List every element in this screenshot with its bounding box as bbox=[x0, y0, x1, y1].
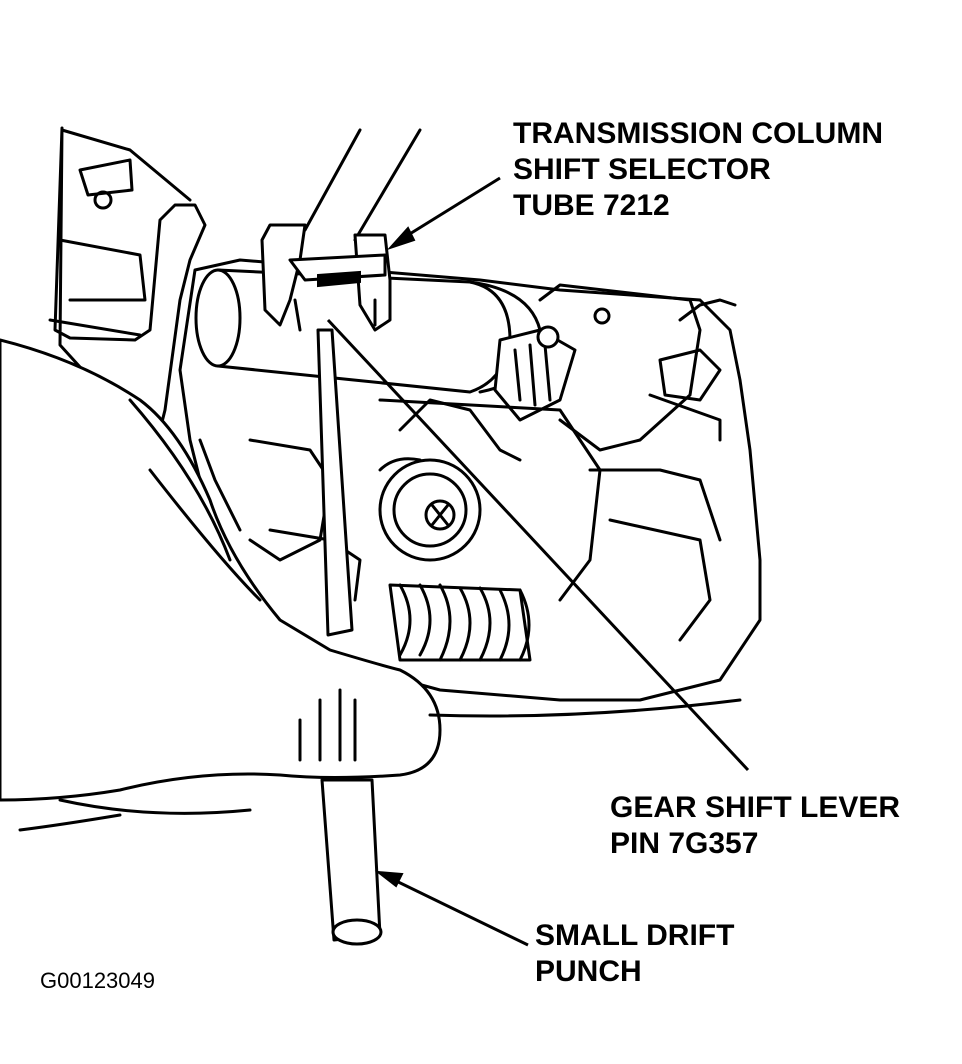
selector-tube-label-line1: TRANSMISSION COLUMN bbox=[513, 117, 883, 150]
lever-pin-label-line1: GEAR SHIFT LEVER bbox=[610, 791, 901, 824]
figure-code: G00123049 bbox=[40, 968, 155, 993]
leader-lines bbox=[326, 176, 750, 947]
shroud-arc bbox=[428, 698, 742, 718]
drift-punch-label-line2: PUNCH bbox=[535, 955, 642, 988]
selector-tube-label-line3: TUBE 7212 bbox=[513, 189, 670, 222]
lever-pin-label: GEAR SHIFT LEVER PIN 7G357 bbox=[610, 790, 900, 862]
hand bbox=[0, 338, 442, 832]
column-bracket bbox=[48, 126, 207, 472]
selector-tube-label-line2: SHIFT SELECTOR bbox=[513, 153, 771, 186]
drift-punch-label-line1: SMALL DRIFT bbox=[535, 919, 735, 952]
selector-tube-label: TRANSMISSION COLUMN SHIFT SELECTOR TUBE … bbox=[513, 116, 883, 224]
drift-punch bbox=[316, 328, 383, 946]
lever-pin-label-line2: PIN 7G357 bbox=[610, 827, 759, 860]
spring bbox=[388, 583, 532, 662]
shift-lever bbox=[260, 128, 422, 332]
drift-punch-label: SMALL DRIFT PUNCH bbox=[535, 918, 734, 990]
lever-pivot bbox=[378, 457, 482, 562]
